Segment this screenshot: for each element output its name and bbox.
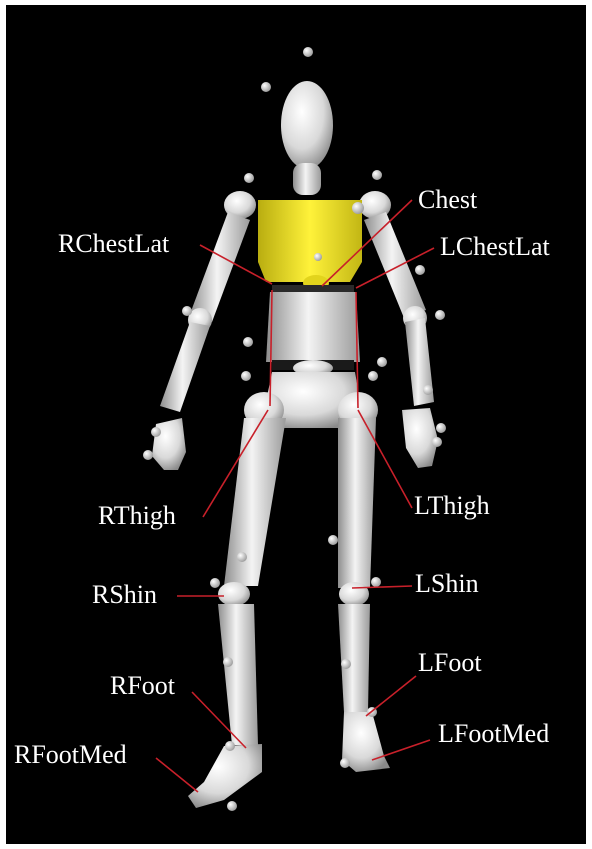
label-rfoot: RFoot bbox=[110, 671, 176, 700]
label-lfootmed: LFootMed bbox=[438, 719, 549, 748]
torso bbox=[258, 200, 362, 428]
label-chest: Chest bbox=[418, 185, 478, 214]
label-lshin: LShin bbox=[415, 569, 479, 598]
right-hand bbox=[152, 418, 186, 470]
chest-segment bbox=[258, 200, 362, 282]
label-lthigh: LThigh bbox=[414, 491, 490, 520]
left-hand bbox=[402, 408, 438, 468]
right-leg bbox=[188, 392, 286, 808]
leader-lfoot bbox=[366, 676, 416, 716]
leader-rfootmed bbox=[156, 758, 198, 792]
left-leg bbox=[338, 392, 390, 772]
right-foot bbox=[188, 744, 262, 808]
diagram-canvas: Chest RChestLat LChestLat RThigh LThigh … bbox=[6, 5, 586, 844]
label-rshin: RShin bbox=[92, 580, 157, 609]
neck bbox=[293, 163, 321, 195]
label-rthigh: RThigh bbox=[98, 501, 176, 530]
label-rchestlat: RChestLat bbox=[58, 229, 170, 258]
label-lfoot: LFoot bbox=[418, 648, 482, 677]
label-rfootmed: RFootMed bbox=[14, 740, 127, 769]
mannequin-diagram: Chest RChestLat LChestLat RThigh LThigh … bbox=[6, 5, 586, 844]
head bbox=[281, 81, 333, 195]
label-lchestlat: LChestLat bbox=[440, 232, 551, 261]
abdomen bbox=[266, 292, 360, 362]
